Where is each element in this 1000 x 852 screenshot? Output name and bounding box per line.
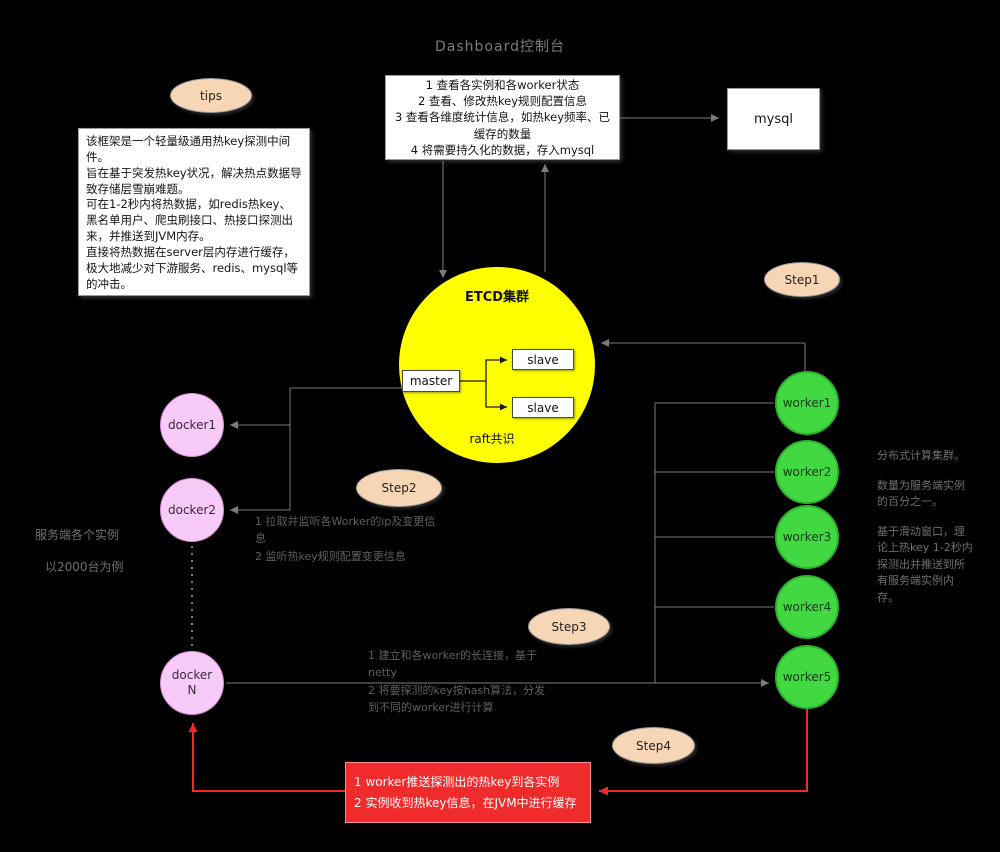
dashboard-line: 3 查看各维度统计信息，如热key频率、已缓存的数量 — [394, 110, 611, 141]
step2-badge: Step2 — [356, 469, 442, 507]
tips-badge-label: tips — [200, 88, 222, 103]
etcd-master-node: master — [402, 370, 460, 392]
edge-step4box-to-dockerN — [188, 723, 345, 792]
step1-badge: Step1 — [764, 262, 840, 297]
mysql-label: mysql — [754, 111, 793, 127]
right-note-p2: 数量为服务端实例的百分之一。 — [877, 478, 965, 509]
tips-line: 直接将热数据在server层内存进行缓存，极大地减少对下游服务、redis、my… — [86, 245, 299, 291]
etcd-slave2-node: slave — [512, 397, 574, 418]
step3-badge: Step3 — [528, 608, 610, 645]
dashboard-functions-box: 1 查看各实例和各worker状态 2 查看、修改热key规则配置信息 3 查看… — [385, 75, 620, 160]
etcd-slave1-node: slave — [512, 349, 574, 370]
worker1-label: worker1 — [782, 396, 832, 410]
etcd-master-label: master — [409, 374, 453, 388]
worker3-node: worker3 — [775, 505, 839, 569]
left-note-line1: 服务端各个实例 — [35, 528, 120, 542]
worker2-label: worker2 — [782, 465, 832, 479]
step1-label: Step1 — [784, 272, 820, 287]
dashboard-line: 4 将需要持久化的数据，存入mysql — [410, 143, 595, 157]
page-title: Dashboard控制台 — [435, 39, 565, 55]
dashboard-line: 2 查看、修改热key规则配置信息 — [417, 94, 588, 109]
step2-note: 1 拉取并监听各Worker的ip及变更信息 2 监听热key规则配置变更信息 — [255, 514, 437, 568]
tips-line: 可在1-2秒内将热数据，如redis热key、黑名单用户、爬虫刷接口、热接口探测… — [86, 197, 293, 244]
step3-note: 1 建立和各worker的长连接，基于netty 2 将要探测的key按hash… — [368, 648, 546, 718]
step4-badge: Step4 — [612, 727, 695, 764]
worker3-label: worker3 — [782, 530, 832, 544]
edge-worker5-to-step4box — [599, 709, 808, 796]
left-note-line2: 以2000台为例 — [45, 560, 124, 574]
step2-note-line1: 1 拉取并监听各Worker的ip及变更信息 — [255, 515, 436, 545]
step4-action-box: 1 worker推送探测出的热key到各实例 2 实例收到热key信息，在JVM… — [345, 762, 591, 823]
worker5-node: worker5 — [775, 645, 839, 709]
dashboard-line: 1 查看各实例和各worker状态 — [425, 77, 580, 92]
tips-line: 该框架是一个轻量级通用热key探测中间件。 — [86, 134, 291, 164]
step2-note-line2: 2 监听热key规则配置变更信息 — [255, 550, 406, 563]
tips-badge: tips — [170, 78, 252, 113]
etcd-slave1-label: slave — [527, 352, 559, 367]
etcd-raft-label: raft共识 — [469, 432, 515, 446]
etcd-slave2-label: slave — [527, 400, 559, 415]
step4-box-line1: 1 worker推送探测出的热key到各实例 — [354, 775, 560, 790]
tips-description-box: 该框架是一个轻量级通用热key探测中间件。 旨在基于突发热key状况，解决热点数… — [78, 128, 310, 296]
right-note: 分布式计算集群。 数量为服务端实例的百分之一。 基于滑动窗口，理论上热key 1… — [877, 448, 975, 619]
step3-note-line1: 1 建立和各worker的长连接，基于netty — [368, 649, 538, 679]
dockerN-node: docker N — [160, 651, 224, 715]
step3-note-line2: 2 将要探测的key按hash算法，分发到不同的worker进行计算 — [368, 684, 546, 714]
docker1-label: docker1 — [167, 417, 217, 432]
worker5-label: worker5 — [782, 670, 832, 684]
step3-label: Step3 — [551, 619, 587, 634]
worker4-label: worker4 — [782, 600, 832, 614]
dockerN-label: docker N — [171, 668, 213, 697]
right-note-p1: 分布式计算集群。 — [877, 449, 965, 462]
mysql-node: mysql — [727, 88, 820, 150]
docker2-label: docker2 — [167, 502, 217, 517]
docker2-node: docker2 — [160, 478, 224, 542]
step4-label: Step4 — [636, 738, 671, 753]
tips-line: 旨在基于突发热key状况，解决热点数据导致存储层雪崩难题。 — [86, 165, 302, 196]
worker2-node: worker2 — [775, 440, 839, 504]
worker1-node: worker1 — [775, 371, 839, 435]
etcd-cluster-title: ETCD集群 — [464, 290, 530, 305]
right-note-p3: 基于滑动窗口，理论上热key 1-2秒内探测出并推送到所有服务端实例内存。 — [877, 524, 973, 604]
worker4-node: worker4 — [775, 575, 839, 639]
edge-etcd-to-docker2 — [230, 387, 402, 514]
step4-box-line2: 2 实例收到热key信息，在JVM中进行缓存 — [354, 795, 577, 810]
docker1-node: docker1 — [160, 393, 224, 457]
step2-label: Step2 — [381, 481, 417, 495]
